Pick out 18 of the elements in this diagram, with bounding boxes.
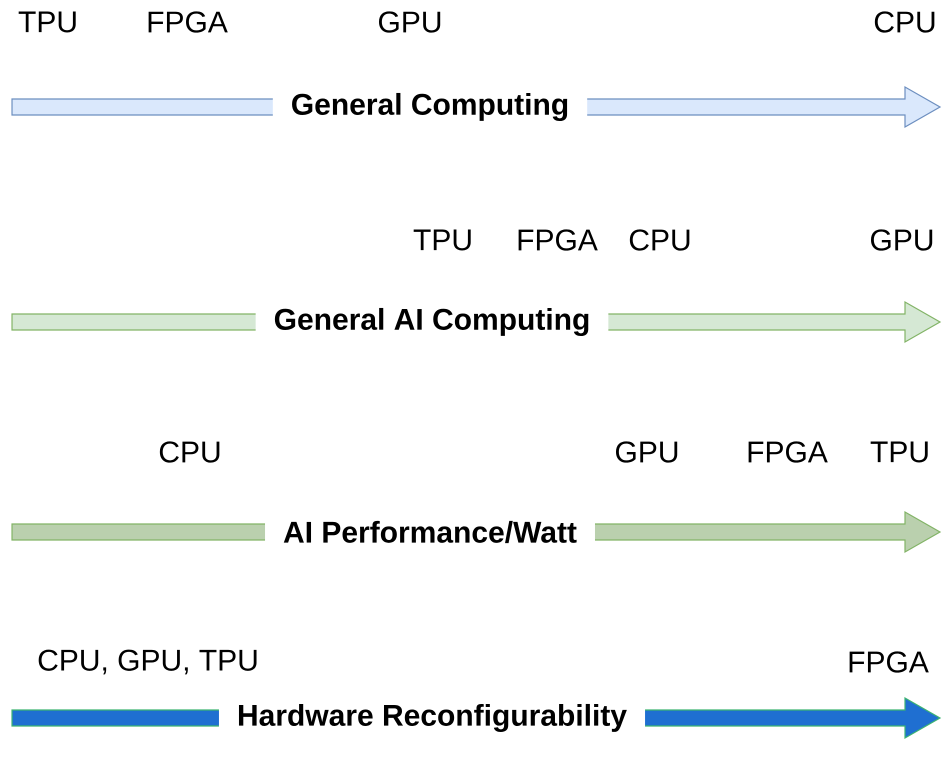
chip-label: CPU — [160, 441, 220, 463]
arrow-label: General AI Computing — [256, 304, 608, 340]
chip-label: CPU — [874, 11, 934, 33]
chip-label: CPU, GPU, TPU — [38, 650, 257, 674]
chip-label: TPU — [18, 12, 76, 32]
arrow-label: General Computing — [272, 88, 588, 126]
chip-label: TPU — [870, 442, 928, 462]
chip-label: FPGA — [518, 229, 598, 251]
chip-label: FPGA — [148, 11, 228, 33]
chip-label: GPU — [379, 11, 440, 33]
arrow-label: AI Performance/Watt — [265, 516, 595, 548]
chip-label: CPU — [630, 229, 690, 251]
chip-label: FPGA — [748, 441, 828, 463]
chip-label: GPU — [871, 229, 932, 251]
chip-label: GPU — [616, 441, 678, 463]
chip-label: TPU — [414, 230, 471, 250]
arrow-label: Hardware Reconfigurability — [218, 700, 646, 736]
chip-label: FPGA — [850, 651, 929, 673]
